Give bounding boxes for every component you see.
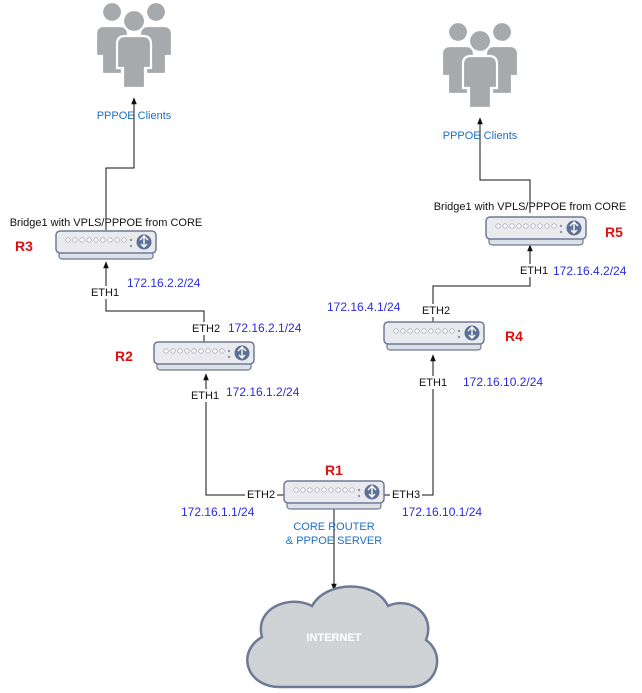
iface-r1-eth3: ETH3 [390, 488, 422, 501]
svg-text:ETH1: ETH1 [520, 265, 548, 277]
ip-r4-eth2: 172.16.4.1/24 [327, 300, 401, 314]
link-r3-clients [105, 97, 137, 230]
svg-text:ETH1: ETH1 [91, 287, 119, 299]
router-r5[interactable] [485, 216, 587, 246]
svg-text:ETH3: ETH3 [392, 489, 420, 501]
clients-label-right: PPPOE Clients [443, 130, 518, 142]
router-name-r1: R1 [325, 462, 343, 478]
router-icon [283, 480, 385, 510]
ip-r1-eth2: 172.16.1.1/24 [181, 505, 255, 519]
svg-text:ETH2: ETH2 [247, 489, 275, 501]
router-name-r5: R5 [605, 224, 623, 240]
router-icon [55, 230, 157, 260]
router-name-r3: R3 [15, 238, 33, 254]
users-group-icon [94, 0, 174, 90]
iface-r5-eth1: ETH1 [517, 264, 551, 277]
router-icon [153, 341, 255, 371]
ip-r4-eth1: 172.16.10.2/24 [463, 375, 543, 389]
ip-r5-eth1: 172.16.4.2/24 [553, 264, 627, 278]
clients-label-left: PPPOE Clients [97, 110, 172, 122]
router-r3[interactable] [55, 230, 157, 260]
svg-text:ETH2: ETH2 [192, 323, 220, 335]
bridge-label-r5: Bridge1 with VPLS/PPPOE from CORE [434, 201, 627, 213]
svg-text:ETH2: ETH2 [422, 305, 450, 317]
router-icon [485, 216, 587, 246]
iface-r3-eth1: ETH1 [88, 286, 122, 299]
router-name-r4: R4 [505, 328, 523, 344]
ip-r3-eth1: 172.16.2.2/24 [127, 276, 201, 290]
ip-r2-eth1: 172.16.1.2/24 [226, 385, 300, 399]
router-r2[interactable] [153, 341, 255, 371]
iface-r4-eth1: ETH1 [416, 376, 450, 389]
ip-r2-eth2: 172.16.2.1/24 [228, 321, 302, 335]
svg-text:ETH1: ETH1 [191, 390, 219, 402]
iface-r2-eth2: ETH2 [189, 322, 223, 335]
core-caption-line1: CORE ROUTER [293, 521, 374, 533]
router-r4[interactable] [383, 321, 485, 351]
link-r5-clients [477, 117, 531, 213]
core-caption-line2: & PPPOE SERVER [286, 535, 382, 547]
users-group-icon [440, 20, 520, 110]
router-r1[interactable] [283, 480, 385, 510]
internet-label: INTERNET [307, 632, 362, 644]
iface-r1-eth2: ETH2 [245, 488, 277, 501]
svg-text:ETH1: ETH1 [419, 377, 447, 389]
iface-r4-eth2: ETH2 [419, 304, 453, 317]
cloud-icon [246, 585, 439, 689]
bridge-label-r3: Bridge1 with VPLS/PPPOE from CORE [10, 217, 203, 229]
ip-r1-eth3: 172.16.10.1/24 [402, 505, 482, 519]
iface-r2-eth1: ETH1 [188, 389, 222, 402]
router-name-r2: R2 [115, 348, 133, 364]
router-icon [383, 321, 485, 351]
